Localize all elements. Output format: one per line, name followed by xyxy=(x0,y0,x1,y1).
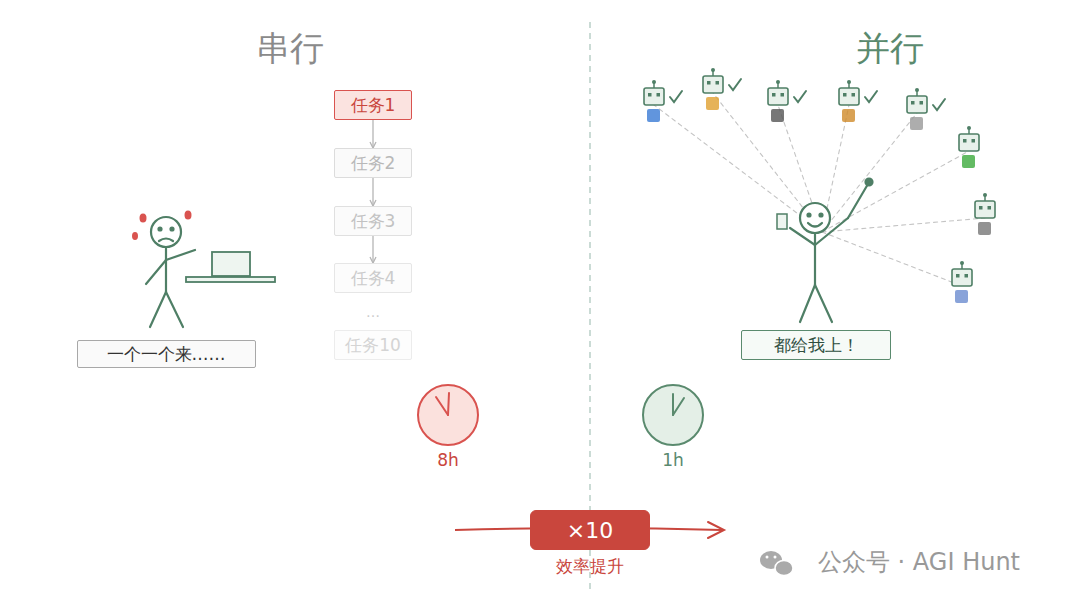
robot-eye xyxy=(911,101,915,105)
time-label: 1h xyxy=(662,450,684,470)
robot-head xyxy=(839,88,859,105)
robot-eye xyxy=(988,206,992,210)
task-box: 任务3 xyxy=(334,206,412,236)
caption-box: 都给我上！ xyxy=(741,330,891,360)
robot-eye xyxy=(657,93,661,97)
wechat-icon xyxy=(760,551,793,576)
section-title: 并行 xyxy=(856,28,924,69)
robot-antenna-tip xyxy=(967,126,971,130)
robot xyxy=(644,80,682,122)
robot xyxy=(959,126,979,168)
ellipsis: … xyxy=(366,304,380,321)
robot-eye xyxy=(716,81,720,85)
check-mark xyxy=(729,79,741,90)
robot-eye xyxy=(852,93,856,97)
robot-head xyxy=(703,76,723,93)
flow-arrow xyxy=(372,178,373,206)
robot-antenna-tip xyxy=(776,80,780,84)
task-box: 任务4 xyxy=(334,263,412,293)
robot xyxy=(703,68,741,110)
check-mark xyxy=(865,91,877,102)
gain-label: 效率提升 xyxy=(556,556,624,576)
box-text: ×10 xyxy=(567,518,613,543)
tool-icon xyxy=(978,222,991,235)
divider-line xyxy=(589,22,591,590)
clock-1h xyxy=(643,385,703,445)
robot xyxy=(975,193,995,235)
section-title: 串行 xyxy=(256,28,324,69)
robot-eye xyxy=(781,93,785,97)
robot-eye xyxy=(972,139,976,143)
robot-antenna-tip xyxy=(960,261,964,265)
robot-eye xyxy=(648,93,652,97)
robot-head xyxy=(959,134,979,151)
robot-head xyxy=(975,201,995,218)
stressed-figure xyxy=(146,217,195,327)
box-text: 任务3 xyxy=(351,210,396,233)
caption-box: 一个一个来…… xyxy=(77,340,256,368)
tool-icon xyxy=(910,117,923,130)
dashed-link xyxy=(822,232,962,286)
tool-icon xyxy=(962,155,975,168)
laptop xyxy=(186,252,275,282)
robot xyxy=(768,80,806,122)
check-mark xyxy=(933,99,945,110)
flow-arrow xyxy=(372,236,373,263)
robot-group xyxy=(644,68,995,303)
check-mark xyxy=(670,91,682,102)
watermark: 公众号 · AGI Hunt xyxy=(818,548,1020,577)
robot xyxy=(839,80,877,122)
clock-8h xyxy=(418,385,478,445)
box-text: 任务4 xyxy=(351,267,396,290)
happy-figure xyxy=(654,93,985,322)
robot-eye xyxy=(963,139,967,143)
robot-eye xyxy=(965,274,969,278)
robot-eye xyxy=(772,93,776,97)
robot-eye xyxy=(956,274,960,278)
box-text: 任务2 xyxy=(351,152,396,175)
robot-antenna-tip xyxy=(652,80,656,84)
robot-antenna-tip xyxy=(983,193,987,197)
robot-head xyxy=(644,88,664,105)
check-mark xyxy=(794,91,806,102)
task-box-active: 任务1 xyxy=(334,90,412,120)
robot-eye xyxy=(707,81,711,85)
tool-icon xyxy=(706,97,719,110)
tool-icon xyxy=(955,290,968,303)
robot xyxy=(907,88,945,130)
robot-head xyxy=(907,96,927,113)
robot-head xyxy=(768,88,788,105)
box-text: 任务1 xyxy=(351,94,396,117)
sweat-drops xyxy=(132,211,192,241)
box-text: 任务10 xyxy=(345,334,401,357)
tool-icon xyxy=(842,109,855,122)
robot-antenna-tip xyxy=(915,88,919,92)
dashed-link xyxy=(822,113,917,232)
tool-icon xyxy=(771,109,784,122)
robot-eye xyxy=(979,206,983,210)
robot-antenna-tip xyxy=(711,68,715,72)
robot-eye xyxy=(920,101,924,105)
multiplier-box: ×10 xyxy=(530,510,650,550)
time-label: 8h xyxy=(437,450,459,470)
robot-head xyxy=(952,269,972,286)
box-text: 一个一个来…… xyxy=(107,343,226,366)
task-box: 任务10 xyxy=(334,330,412,360)
box-text: 都给我上！ xyxy=(774,334,859,357)
robot-antenna-tip xyxy=(847,80,851,84)
tool-icon xyxy=(647,109,660,122)
task-box: 任务2 xyxy=(334,148,412,178)
robot xyxy=(952,261,972,303)
flow-arrow xyxy=(372,120,373,148)
robot-eye xyxy=(843,93,847,97)
